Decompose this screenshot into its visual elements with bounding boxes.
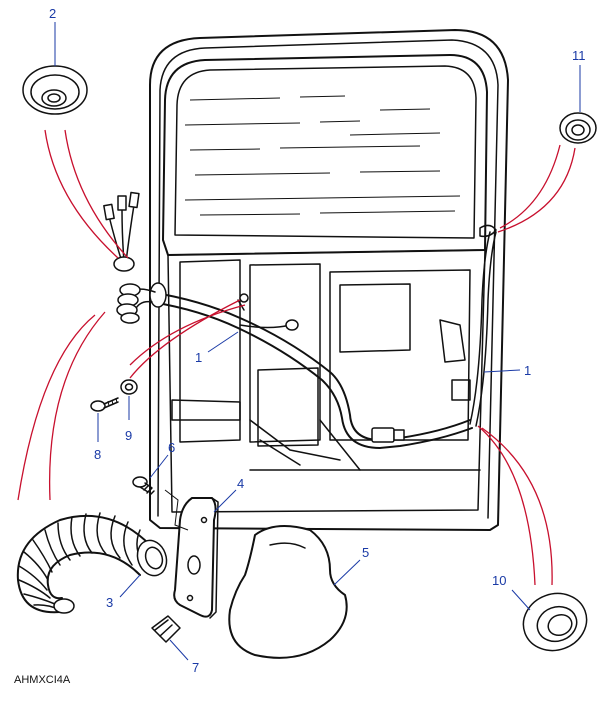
figure-reference: AHMXCI4A (14, 674, 71, 686)
bracket-part-4 (164, 489, 219, 619)
callout-11: 11 (572, 48, 586, 63)
callout-labels: 2 11 1 1 9 8 6 4 5 3 7 10 (49, 6, 586, 675)
callout-leaders (54, 22, 581, 661)
grommet-part-11 (559, 112, 597, 144)
callout-2: 2 (49, 6, 56, 21)
callout-10: 10 (492, 573, 506, 588)
screw-part-8 (90, 397, 119, 412)
callout-4: 4 (237, 476, 244, 491)
callout-3: 3 (106, 595, 113, 610)
grommet-part-2 (22, 65, 88, 115)
wiring-harness (103, 191, 497, 449)
glass-reflection-lines (184, 95, 461, 216)
clip-part-7 (151, 615, 181, 643)
callout-9: 9 (125, 428, 132, 443)
coiled-harness-section (116, 283, 156, 324)
callout-1-left: 1 (195, 350, 202, 365)
callout-5: 5 (362, 545, 369, 560)
cover-part-5 (228, 525, 348, 659)
convoluted-tube-part-3 (16, 512, 168, 614)
callout-8: 8 (94, 447, 101, 462)
callout-1-right: 1 (524, 363, 531, 378)
rear-door (149, 29, 509, 531)
callout-6: 6 (168, 440, 175, 455)
callout-7: 7 (192, 660, 199, 675)
screw-part-6 (132, 476, 155, 496)
washer-part-9 (120, 379, 138, 395)
highlight-lines (17, 129, 576, 586)
grommet-part-10 (522, 592, 588, 652)
